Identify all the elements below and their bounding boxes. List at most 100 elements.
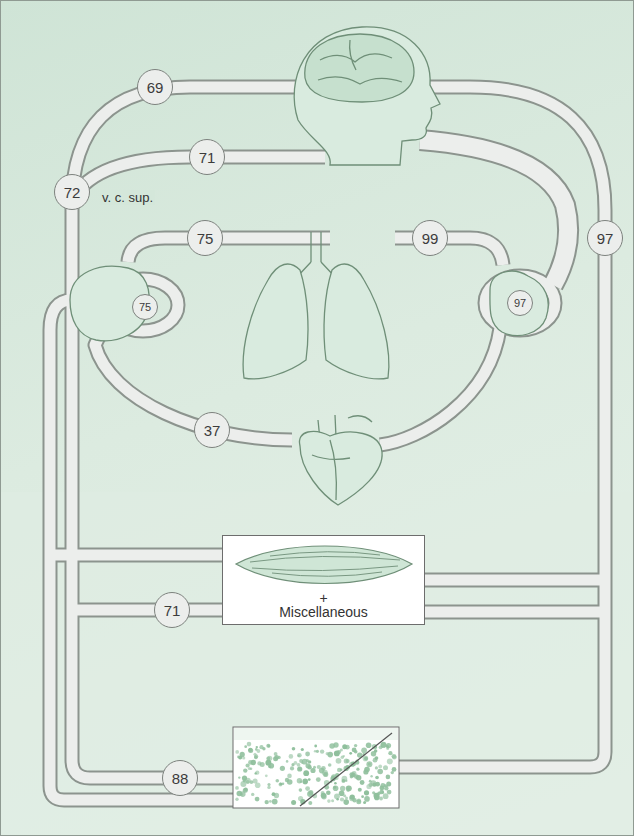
skin-cell	[260, 762, 265, 767]
skin-cell	[343, 799, 349, 805]
skin-cell	[387, 758, 393, 764]
skin-cell	[303, 770, 309, 776]
skin-cell	[247, 742, 252, 747]
skin-cell	[235, 786, 239, 790]
skin-cell	[352, 798, 356, 802]
skin-cell	[243, 768, 247, 772]
skin-cell	[294, 761, 298, 765]
saturation-circle: 97	[507, 290, 533, 316]
saturation-value: 75	[139, 301, 151, 313]
saturation-value: 88	[172, 770, 189, 787]
skin-cell	[377, 792, 381, 796]
saturation-circle: 75	[132, 294, 158, 320]
skin-cell	[383, 765, 388, 770]
skin-figure	[233, 727, 399, 808]
skin-cell	[269, 763, 275, 769]
saturation-circle: 71	[189, 139, 225, 175]
skin-cell	[289, 754, 294, 759]
skin-cell	[373, 758, 378, 763]
saturation-value: 71	[199, 149, 216, 166]
skin-cell	[392, 754, 397, 759]
heart-figure	[299, 415, 382, 505]
skin-cell	[282, 782, 285, 785]
saturation-circle: 72	[54, 174, 90, 210]
skin-cell	[333, 785, 339, 791]
muscle-figure	[222, 535, 425, 625]
skin-cell	[379, 797, 383, 801]
skin-cell	[341, 756, 344, 759]
skin-cell	[346, 789, 349, 792]
skin-cell	[255, 771, 259, 775]
skin-cell	[269, 800, 272, 803]
skin-cell	[337, 768, 341, 772]
skin-cell	[369, 780, 372, 783]
tissue-box: +Miscellaneous	[222, 535, 425, 625]
saturation-value: 71	[164, 602, 181, 619]
skin-cell	[267, 756, 272, 761]
skin-cell	[375, 776, 378, 779]
skin-cell	[383, 793, 389, 799]
skin-cell	[238, 756, 242, 760]
skin-cell	[356, 799, 361, 804]
saturation-circle: 37	[194, 412, 230, 448]
skin-cell	[314, 745, 317, 748]
kidney-figure	[490, 271, 548, 335]
skin-cell	[346, 785, 352, 791]
skin-cell	[329, 743, 335, 749]
skin-cell	[363, 769, 368, 774]
skin-cell	[372, 791, 375, 794]
skin-cell	[265, 800, 269, 804]
skin-cell	[287, 779, 293, 785]
skin-cell	[384, 786, 388, 790]
skin-cell	[256, 746, 258, 748]
saturation-value: 99	[422, 230, 439, 247]
skin-cell	[386, 745, 389, 748]
saturation-value: 37	[204, 422, 221, 439]
skin-cell	[287, 774, 292, 779]
skin-cell	[242, 756, 245, 759]
skin-cell	[317, 765, 321, 769]
skin-cell	[334, 782, 337, 785]
skin-cell	[265, 774, 268, 777]
skin-cell	[301, 748, 304, 751]
skin-cell	[238, 776, 240, 778]
skin-cell	[299, 788, 303, 792]
skin-cell	[331, 799, 334, 802]
skin-cell	[244, 745, 247, 748]
skin-cell	[375, 782, 380, 787]
skin-cell	[273, 756, 278, 761]
lungs-figure	[243, 232, 389, 379]
skin-cell	[363, 801, 366, 804]
skin-cell	[310, 768, 315, 773]
skin-cell	[297, 778, 302, 783]
skin-cell	[257, 749, 261, 753]
skin-cell	[259, 745, 263, 749]
skin-cell	[248, 748, 252, 752]
skin-cell	[321, 766, 326, 771]
skin-cell	[328, 763, 332, 767]
skin-cell	[254, 755, 258, 759]
skin-cell	[334, 793, 340, 799]
skin-cell	[387, 790, 392, 795]
skin-cell	[378, 765, 382, 769]
skin-cell	[386, 775, 391, 780]
saturation-value: 75	[197, 230, 214, 247]
skin-cell	[340, 797, 344, 801]
box-label: +	[319, 591, 327, 606]
skin-cell	[250, 767, 253, 770]
saturation-value: 72	[64, 184, 81, 201]
skin-cell	[274, 752, 278, 756]
skin-cell	[336, 758, 342, 764]
skin-cell	[349, 752, 352, 755]
saturation-circle: 97	[587, 220, 623, 256]
skin-cell	[356, 775, 361, 780]
skin-cell	[320, 749, 324, 753]
vessel-lumen	[50, 87, 605, 800]
skin-cell	[267, 786, 270, 789]
skin-cell	[386, 782, 391, 787]
head-figure	[294, 27, 440, 165]
skin-cell	[266, 757, 270, 761]
vessel-outline	[50, 87, 605, 800]
skin-cell	[364, 790, 369, 795]
skin-cell	[327, 752, 333, 758]
